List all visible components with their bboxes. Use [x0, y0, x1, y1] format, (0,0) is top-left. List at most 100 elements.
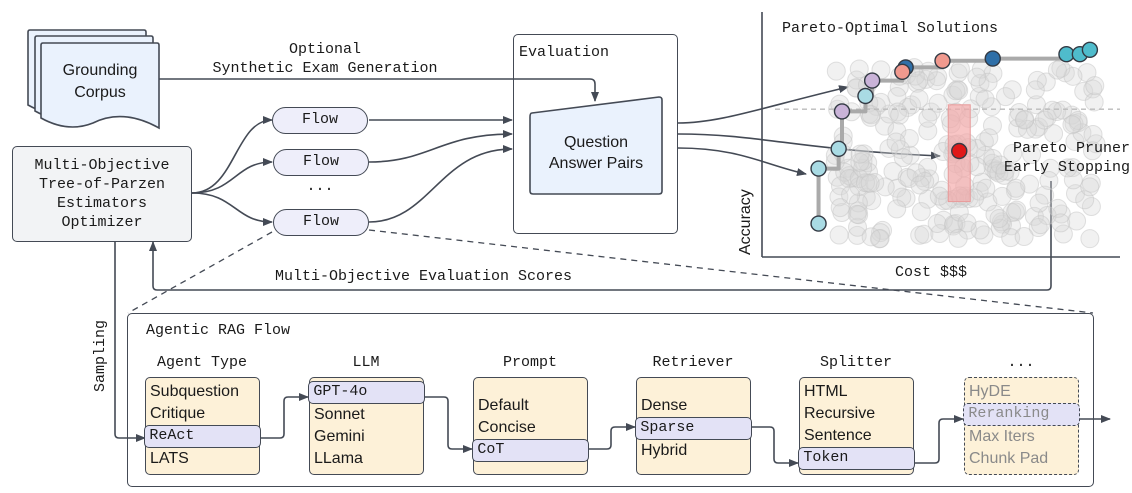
background-point — [829, 225, 849, 245]
background-point — [1085, 76, 1105, 96]
background-point — [948, 228, 968, 248]
background-point — [830, 198, 850, 218]
option-item[interactable]: Sonnet — [314, 406, 365, 423]
option-item[interactable]: Concise — [478, 419, 536, 436]
pruner-annotation: Pareto Pruner Early Stopping — [980, 139, 1130, 177]
background-point — [1058, 158, 1078, 178]
background-point — [1080, 177, 1100, 197]
option-item[interactable]: Subquestion — [150, 383, 239, 400]
column-header: Retriever — [652, 354, 734, 371]
x-axis-label: Cost $$$ — [895, 264, 968, 281]
background-point — [979, 128, 999, 148]
grounding-corpus: Grounding Corpus — [41, 60, 159, 104]
background-point — [1065, 184, 1085, 204]
option-item[interactable]: HyDE — [969, 383, 1011, 400]
option-item[interactable]: Chunk Pad — [969, 450, 1049, 467]
background-point — [957, 213, 977, 233]
background-point — [1039, 170, 1059, 190]
option-item[interactable]: LLama — [314, 450, 363, 467]
background-point — [1001, 228, 1021, 248]
background-point — [1029, 193, 1049, 213]
synthetic-exam-label: Optional Synthetic Exam Generation — [180, 40, 470, 78]
background-point — [1062, 115, 1082, 135]
synthetic-label-line1: Optional — [288, 41, 361, 58]
column-header: Splitter — [819, 354, 892, 371]
background-point — [841, 185, 861, 205]
option-item[interactable]: Critique — [150, 405, 206, 422]
option-item-selected[interactable]: Reranking — [963, 403, 1080, 426]
background-point — [893, 148, 913, 168]
background-point — [983, 149, 1003, 169]
background-point — [1014, 110, 1034, 130]
background-point — [849, 59, 869, 79]
qa-label-2: Answer Pairs — [548, 155, 644, 172]
qa-pairs: Question Answer Pairs — [530, 132, 662, 174]
flow-node[interactable]: Flow — [272, 107, 368, 134]
background-point — [886, 132, 906, 152]
background-point — [1067, 211, 1087, 231]
column-header: Prompt — [502, 354, 557, 371]
background-point — [1082, 141, 1102, 161]
option-item[interactable]: Gemini — [314, 428, 365, 445]
background-point — [1047, 60, 1067, 80]
background-point — [1080, 229, 1100, 249]
flow-node[interactable]: Flow — [273, 209, 369, 236]
y-axis-label: Accuracy — [737, 189, 754, 255]
background-point — [826, 61, 846, 81]
background-point — [990, 155, 1010, 175]
option-item-selected[interactable]: GPT-4o — [308, 381, 425, 404]
column-header: ... — [1007, 354, 1035, 371]
feedback-label: Multi-Objective Evaluation Scores — [275, 268, 573, 285]
background-point — [1083, 124, 1103, 144]
option-item[interactable]: Max Iters — [969, 428, 1035, 445]
pareto-point — [857, 87, 874, 105]
background-point — [981, 97, 1001, 117]
background-point — [982, 116, 1002, 136]
background-point — [1053, 100, 1073, 120]
option-item-selected[interactable]: Sparse — [635, 417, 752, 440]
background-point — [918, 157, 938, 177]
pareto-point — [1081, 41, 1099, 58]
background-point — [976, 178, 996, 198]
background-point — [1002, 80, 1022, 100]
option-item[interactable]: LATS — [150, 450, 189, 467]
option-item[interactable]: Hybrid — [641, 442, 688, 459]
background-point — [949, 202, 969, 222]
pareto-point — [810, 215, 827, 232]
pareto-points — [810, 41, 1099, 232]
option-item[interactable]: Recursive — [804, 405, 876, 422]
background-point — [927, 213, 947, 233]
optimizer-line: Tree-of-Parzen — [38, 176, 166, 193]
background-point — [1063, 170, 1083, 190]
background-point — [995, 161, 1015, 181]
background-point — [918, 108, 938, 128]
option-item-selected[interactable]: ReAct — [144, 425, 261, 448]
option-item-selected[interactable]: Token — [798, 447, 915, 470]
background-point — [1002, 203, 1022, 223]
rag-flow-title: Agentic RAG Flow — [146, 322, 291, 339]
option-item[interactable]: HTML — [804, 383, 848, 400]
optimizer-line: Multi-Objective — [34, 157, 170, 174]
background-point — [850, 152, 870, 172]
background-point — [967, 67, 987, 87]
background-point — [906, 163, 926, 183]
agentic-rag-flow: Agentic RAG Flow — [127, 313, 1094, 487]
option-item[interactable]: Default — [478, 397, 529, 414]
background-point — [911, 202, 931, 222]
option-item-selected[interactable]: CoT — [472, 439, 589, 462]
synthetic-exam-arrow — [159, 78, 599, 102]
background-point — [975, 89, 995, 109]
background-point — [887, 121, 907, 141]
option-item[interactable]: Sentence — [804, 427, 872, 444]
flow-node[interactable]: Flow — [273, 149, 369, 176]
pareto-point — [830, 140, 847, 158]
background-point — [944, 214, 964, 234]
option-item[interactable]: Dense — [641, 397, 688, 414]
pareto-point — [833, 103, 851, 120]
